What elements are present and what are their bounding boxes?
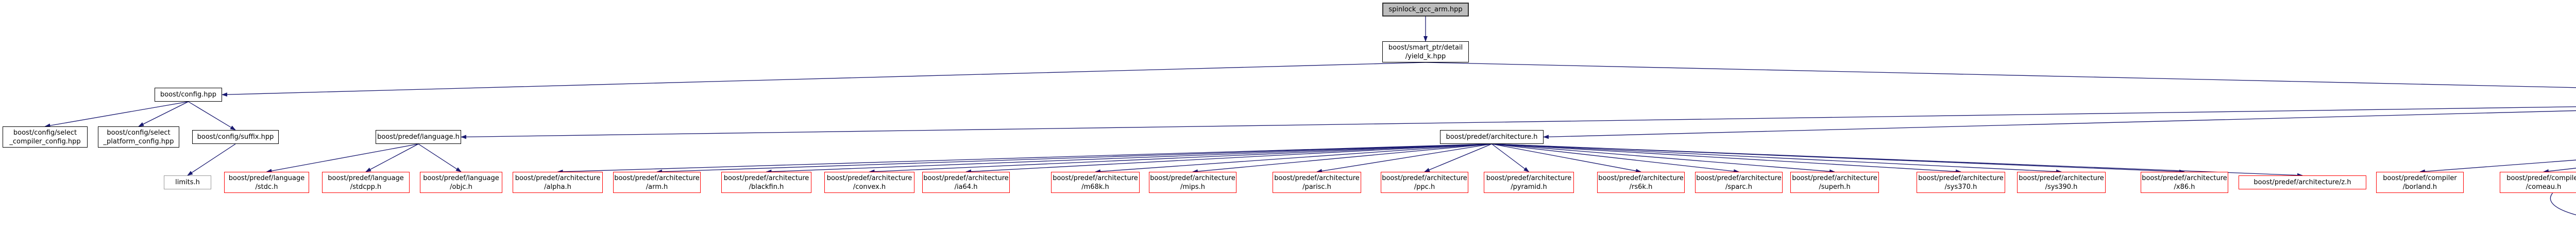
edge-architecture-alpha bbox=[557, 143, 1492, 174]
edge-architecture-parisc bbox=[1316, 143, 1492, 173]
edge-architecture-m68k bbox=[1095, 143, 1492, 174]
node-alpha[interactable]: boost/predef/architecture /alpha.h bbox=[513, 172, 603, 193]
node-language[interactable]: boost/predef/language.h bbox=[376, 130, 461, 144]
node-architecture[interactable]: boost/predef/architecture.h bbox=[1440, 130, 1544, 144]
node-sys370[interactable]: boost/predef/architecture /sys370.h bbox=[1917, 172, 2005, 193]
edge-compiler-comeau bbox=[2543, 168, 2576, 173]
edge-architecture-ppc bbox=[1424, 143, 1492, 172]
node-blackfin[interactable]: boost/predef/architecture /blackfin.h bbox=[721, 172, 811, 193]
node-parisc[interactable]: boost/predef/architecture /parisc.h bbox=[1273, 172, 1361, 193]
node-limits[interactable]: limits.h bbox=[164, 175, 211, 189]
edge-config-selplat bbox=[138, 101, 189, 127]
edge-architecture-x86 bbox=[1492, 143, 2185, 174]
edge-architecture-convex bbox=[869, 143, 1492, 174]
node-objc[interactable]: boost/predef/language /objc.h bbox=[420, 172, 502, 193]
edge-architecture-ia64 bbox=[965, 143, 1492, 174]
edge-language-stdcpp bbox=[365, 143, 419, 172]
node-superh[interactable]: boost/predef/architecture /superh.h bbox=[1790, 172, 1879, 193]
edge-architecture-z bbox=[1492, 143, 2303, 178]
edge-config-selcomp bbox=[44, 101, 189, 128]
edge-config-suffix bbox=[188, 101, 236, 131]
edge-compiler-borland bbox=[2419, 159, 2576, 174]
node-m68k[interactable]: boost/predef/architecture /m68k.h bbox=[1051, 172, 1140, 193]
edge-architecture-superh bbox=[1492, 143, 1835, 174]
node-x86[interactable]: boost/predef/architecture /x86.h bbox=[2141, 172, 2228, 193]
node-spinlock[interactable]: spinlock_gcc_arm.hpp bbox=[1382, 3, 1469, 17]
node-sys390[interactable]: boost/predef/architecture /sys390.h bbox=[2017, 172, 2106, 193]
edge-predef-architecture bbox=[1543, 110, 2576, 139]
node-config[interactable]: boost/config.hpp bbox=[155, 88, 222, 102]
node-ia64[interactable]: boost/predef/architecture /ia64.h bbox=[922, 172, 1010, 193]
node-convex[interactable]: boost/predef/architecture /convex.h bbox=[824, 172, 914, 193]
node-arm[interactable]: boost/predef/architecture /arm.h bbox=[613, 172, 701, 193]
node-suffix[interactable]: boost/config/suffix.hpp bbox=[192, 130, 279, 144]
edge-architecture-blackfin bbox=[766, 143, 1492, 174]
node-stdcpp[interactable]: boost/predef/language /stdcpp.h bbox=[322, 172, 410, 193]
edge-yieldk-config bbox=[222, 62, 1426, 97]
node-ppc[interactable]: boost/predef/architecture /ppc.h bbox=[1381, 172, 1468, 193]
edge-architecture-sys390 bbox=[1492, 143, 2062, 174]
node-z[interactable]: boost/predef/architecture/z.h bbox=[2239, 175, 2366, 189]
edge-language-objc bbox=[418, 143, 462, 172]
edge-architecture-sparc bbox=[1492, 143, 1739, 173]
edge-architecture-arm bbox=[656, 143, 1492, 174]
edge-suffix-limits bbox=[187, 143, 236, 176]
node-mips[interactable]: boost/predef/architecture /mips.h bbox=[1149, 172, 1236, 193]
node-yieldk[interactable]: boost/smart_ptr/detail /yield_k.hpp bbox=[1382, 41, 1469, 62]
node-selplat[interactable]: boost/config/select _platform_config.hpp bbox=[98, 126, 179, 148]
node-pyramid[interactable]: boost/predef/architecture /pyramid.h bbox=[1484, 172, 1574, 193]
node-rs6k[interactable]: boost/predef/architecture /rs6k.h bbox=[1597, 172, 1685, 193]
node-comeau[interactable]: boost/predef/compiler /comeau.h bbox=[2500, 172, 2576, 193]
edge-architecture-mips bbox=[1192, 143, 1492, 174]
node-stdc[interactable]: boost/predef/language /stdc.h bbox=[224, 172, 309, 193]
edge-architecture-rs6k bbox=[1492, 143, 1641, 173]
edge-yieldk-predef bbox=[1425, 62, 2576, 88]
edge-architecture-pyramid bbox=[1492, 143, 1530, 172]
node-selcomp[interactable]: boost/config/select _compiler_config.hpp bbox=[3, 126, 88, 148]
node-borland[interactable]: boost/predef/compiler /borland.h bbox=[2376, 172, 2464, 193]
node-sparc[interactable]: boost/predef/architecture /sparc.h bbox=[1695, 172, 1783, 193]
edge-language-stdc bbox=[266, 143, 419, 173]
edge-architecture-sys370 bbox=[1492, 143, 1961, 174]
